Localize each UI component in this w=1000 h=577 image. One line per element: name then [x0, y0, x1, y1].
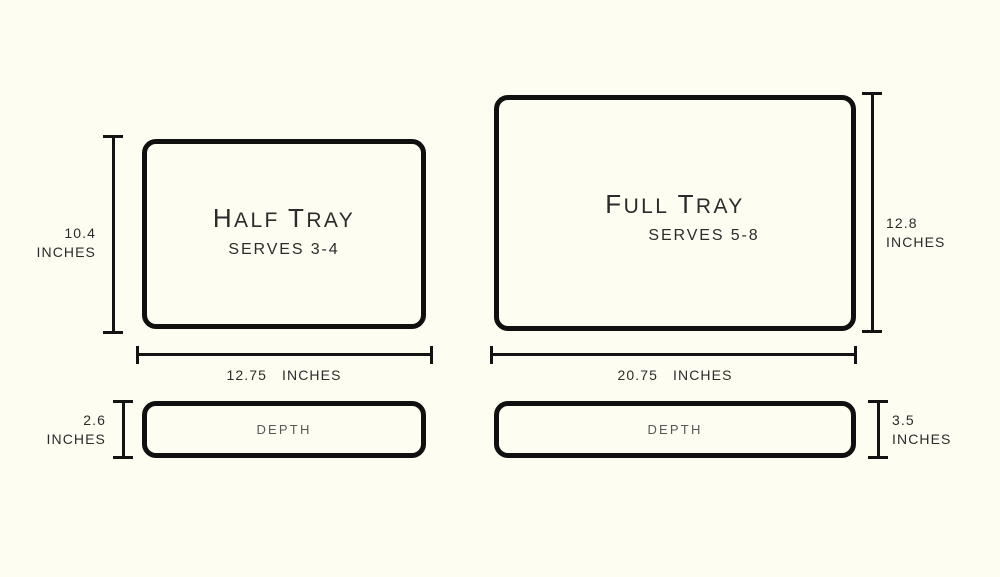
full-tray-depth-label: 3.5 INCHES	[892, 411, 992, 449]
half-tray-depth-label: 2.6 INCHES	[10, 411, 106, 449]
full-tray-title-space	[669, 195, 677, 218]
half-tray-width-tick-left	[136, 346, 139, 364]
full-tray-width-unit: INCHES	[673, 367, 733, 383]
full-tray-width-dimension-line	[492, 353, 856, 356]
full-tray-box[interactable]: FULL TRAY SERVES 5-8	[494, 95, 856, 331]
half-tray-width-dimension-line	[138, 353, 430, 356]
full-tray-width-label: 20.75 INCHES	[494, 366, 856, 385]
full-tray-depth-bar[interactable]: DEPTH	[494, 401, 856, 458]
full-tray-depth-value: 3.5	[892, 412, 915, 428]
half-tray-width-value: 12.75	[226, 367, 268, 383]
half-tray-depth-bar[interactable]: DEPTH	[142, 401, 426, 458]
half-tray-width-unit: INCHES	[282, 367, 342, 383]
half-tray-width-label: 12.75 INCHES	[142, 366, 426, 385]
half-tray-label-group: HALF TRAY SERVES 3-4	[147, 204, 421, 259]
half-tray-title-rest1: ALF	[234, 209, 280, 232]
half-tray-height-tick-bottom	[103, 331, 123, 334]
full-tray-title-cap1: F	[605, 189, 624, 219]
half-tray-serves: SERVES 3-4	[228, 240, 340, 258]
half-tray-height-tick-top	[103, 135, 123, 138]
half-tray-title-cap2: T	[288, 203, 307, 233]
full-tray-title-rest2: RAY	[695, 195, 745, 218]
full-tray-depth-dimension-line	[877, 402, 880, 458]
full-tray-width-tick-left	[490, 346, 493, 364]
half-tray-height-label: 10.4 INCHES	[10, 224, 96, 262]
half-tray-height-value: 10.4	[64, 225, 96, 241]
half-tray-width-label-space	[272, 367, 277, 383]
full-tray-width-label-space	[663, 367, 668, 383]
half-tray-width-tick-right	[430, 346, 433, 364]
half-tray-box[interactable]: HALF TRAY SERVES 3-4	[142, 139, 426, 329]
half-tray-title-cap1: H	[212, 203, 235, 233]
full-tray-height-tick-top	[862, 92, 882, 95]
half-tray-depth-dimension-line	[122, 402, 125, 458]
full-tray-height-label: 12.8 INCHES	[886, 214, 986, 252]
half-tray-title-rest2: RAY	[306, 209, 356, 232]
full-tray-label-group: FULL TRAY SERVES 5-8	[499, 190, 851, 245]
full-tray-height-dimension-line	[871, 94, 874, 332]
half-tray-depth-value: 2.6	[83, 412, 106, 428]
full-tray-serves: SERVES 5-8	[648, 226, 760, 244]
half-tray-height-unit: INCHES	[36, 243, 96, 260]
half-tray-depth-unit: INCHES	[46, 430, 106, 447]
half-tray-title: HALF TRAY	[147, 204, 421, 233]
full-tray-height-tick-bottom	[862, 330, 882, 333]
full-tray-title-cap2: T	[677, 189, 696, 219]
full-tray-depth-text: DEPTH	[647, 422, 703, 437]
full-tray-title-rest1: ULL	[623, 195, 670, 218]
full-tray-width-tick-right	[854, 346, 857, 364]
full-tray-depth-tick-bottom	[868, 456, 888, 459]
half-tray-title-space	[280, 209, 288, 232]
full-tray-depth-tick-top	[868, 400, 888, 403]
half-tray-depth-tick-bottom	[113, 456, 133, 459]
half-tray-height-dimension-line	[112, 136, 115, 334]
full-tray-height-unit: INCHES	[886, 233, 946, 250]
full-tray-width-value: 20.75	[617, 367, 659, 383]
full-tray-depth-unit: INCHES	[892, 430, 952, 447]
half-tray-depth-text: DEPTH	[256, 422, 312, 437]
full-tray-height-value: 12.8	[886, 215, 918, 231]
full-tray-title: FULL TRAY	[499, 190, 851, 219]
half-tray-depth-tick-top	[113, 400, 133, 403]
